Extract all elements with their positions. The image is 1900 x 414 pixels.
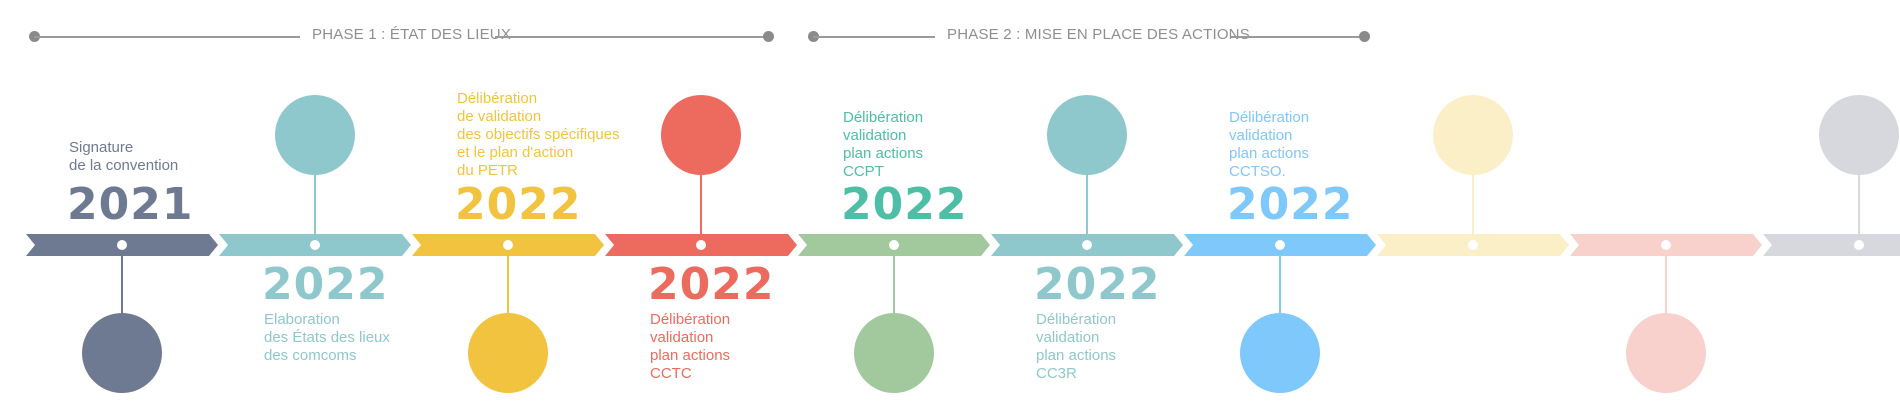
timeline-node: [1468, 240, 1478, 250]
timeline-node: [117, 240, 127, 250]
caption-line: validation: [1229, 127, 1293, 144]
milestone-circle: [1240, 313, 1320, 393]
phase-2-line-right: [1231, 36, 1364, 38]
timeline-stem: [1279, 250, 1281, 318]
timeline-stem: [893, 250, 895, 318]
timeline-node: [503, 240, 513, 250]
phase-2-line-left: [813, 36, 935, 38]
timeline-stem: [1086, 170, 1088, 240]
caption-line: Délibération: [457, 90, 538, 107]
caption-line: validation: [650, 329, 714, 346]
timeline-chevron: [1763, 234, 1900, 256]
caption-line: Délibération: [1036, 311, 1117, 328]
timeline-stem: [507, 250, 509, 318]
caption-line: Délibération: [650, 311, 731, 328]
milestone-circle: [1626, 313, 1706, 393]
milestone-year: 2022: [262, 259, 389, 310]
milestone-circle: [854, 313, 934, 393]
phase-2-end-dot: [1359, 31, 1370, 42]
caption-line: Elaboration: [264, 311, 340, 328]
milestone-circle: [468, 313, 548, 393]
caption-line: de validation: [457, 108, 542, 125]
milestone-year: 2022: [1227, 179, 1354, 230]
milestone-circle: [1819, 95, 1899, 175]
caption-line: du PETR: [457, 162, 518, 179]
timeline-node: [1275, 240, 1285, 250]
milestone-circle: [1047, 95, 1127, 175]
caption-line: CC3R: [1036, 365, 1077, 382]
caption-line: Délibération: [843, 109, 924, 126]
caption-line: CCTC: [650, 365, 692, 382]
milestone-circle: [661, 95, 741, 175]
caption-line: plan actions: [1036, 347, 1117, 364]
phase-1-line-left: [34, 36, 300, 38]
caption-line: Délibération: [1229, 109, 1310, 126]
milestone-circle: [275, 95, 355, 175]
timeline-node: [1082, 240, 1092, 250]
timeline-node: [1854, 240, 1864, 250]
timeline-stem: [1858, 170, 1860, 240]
milestone-year: 2022: [1034, 259, 1161, 310]
caption-line: Signature: [69, 139, 134, 156]
timeline-stem: [1472, 170, 1474, 240]
caption-line: des objectifs spécifiques: [457, 126, 620, 143]
caption-line: plan actions: [650, 347, 731, 364]
caption-line: CCTSO.: [1229, 163, 1286, 180]
milestone-circle: [82, 313, 162, 393]
caption-line: et le plan d'action: [457, 144, 574, 161]
milestone-circle: [1433, 95, 1513, 175]
phase-1-line-right: [495, 36, 768, 38]
timeline-node: [1661, 240, 1671, 250]
caption-line: validation: [843, 127, 907, 144]
timeline-stem: [314, 170, 316, 240]
milestone-year: 2022: [648, 259, 775, 310]
timeline-stem: [121, 250, 123, 318]
caption-line: plan actions: [843, 145, 924, 162]
phase-1-end-dot: [763, 31, 774, 42]
caption-line: de la convention: [69, 157, 179, 174]
phase-1-label: PHASE 1 : ÉTAT DES LIEUX: [312, 26, 512, 43]
timeline-node: [310, 240, 320, 250]
milestone-year: 2022: [455, 179, 582, 230]
milestone-year: 2021: [67, 179, 194, 230]
phase-2-label: PHASE 2 : MISE EN PLACE DES ACTIONS: [947, 26, 1250, 43]
caption-line: des États des lieux: [264, 329, 390, 346]
caption-line: validation: [1036, 329, 1100, 346]
timeline-node: [889, 240, 899, 250]
timeline-stem: [700, 170, 702, 240]
caption-line: plan actions: [1229, 145, 1310, 162]
timeline-stem: [1665, 250, 1667, 318]
timeline-node: [696, 240, 706, 250]
caption-line: des comcoms: [264, 347, 357, 364]
milestone-year: 2022: [841, 179, 968, 230]
caption-line: CCPT: [843, 163, 884, 180]
